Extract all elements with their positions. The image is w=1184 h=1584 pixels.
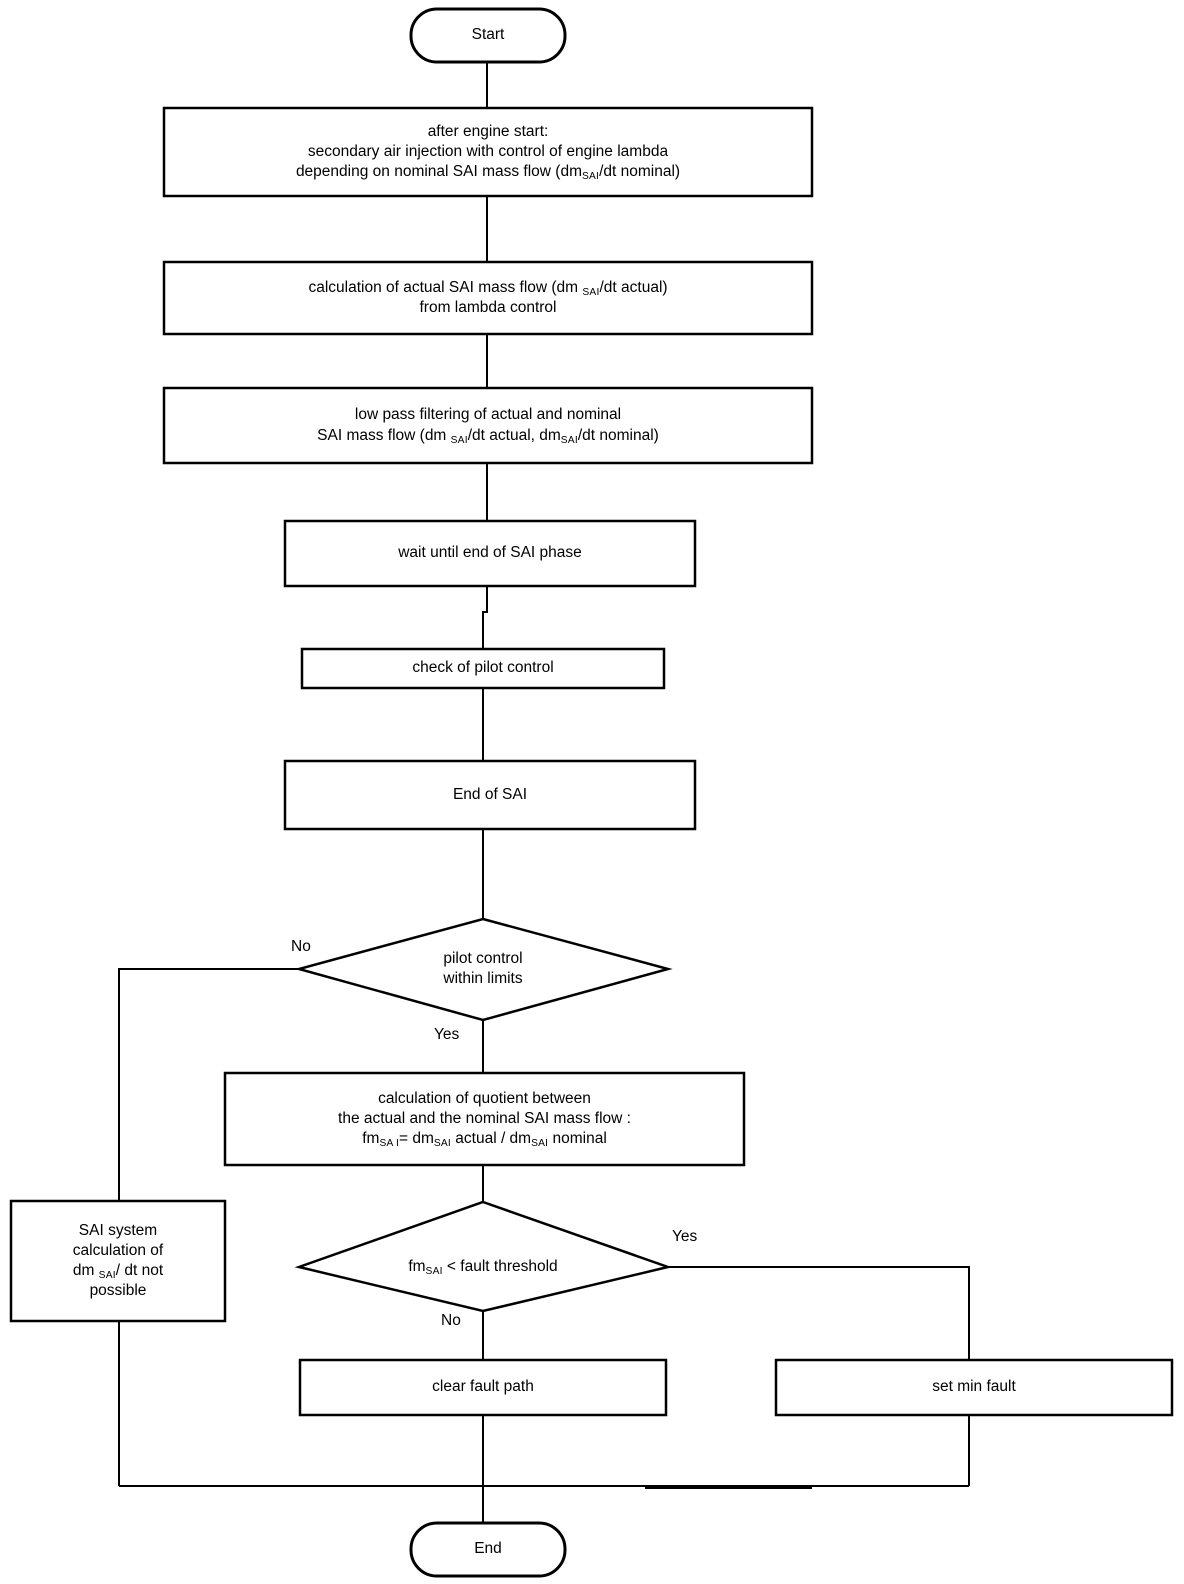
node-wait-shape[interactable] xyxy=(283,519,697,588)
node-pilot-decision-shape[interactable] xyxy=(294,917,673,1022)
node-set-min-fault-shape[interactable] xyxy=(774,1358,1174,1417)
node-calc-quotient-shape[interactable] xyxy=(223,1071,746,1167)
node-fault-decision-shape[interactable] xyxy=(294,1200,673,1313)
node-end-of-sai-shape[interactable] xyxy=(283,759,697,831)
connector-wait-to-check xyxy=(482,586,488,649)
node-end-shape[interactable] xyxy=(409,1521,567,1578)
node-clear-fault-path-shape[interactable] xyxy=(298,1358,668,1417)
node-low-pass-shape[interactable] xyxy=(162,386,814,465)
node-after-engine-start-shape[interactable] xyxy=(162,106,814,198)
node-calc-actual-shape[interactable] xyxy=(162,260,814,336)
node-check-pilot-shape[interactable] xyxy=(300,647,666,690)
node-sai-not-possible-shape[interactable] xyxy=(9,1199,227,1323)
node-start-shape[interactable] xyxy=(409,7,567,64)
